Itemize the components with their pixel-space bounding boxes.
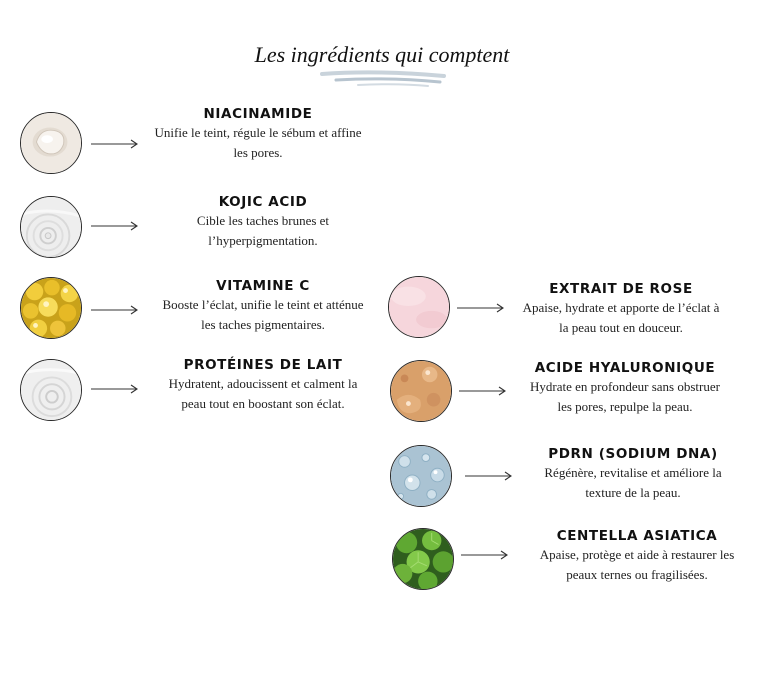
golden-capsules-icon bbox=[20, 277, 82, 339]
arrow-icon bbox=[457, 303, 504, 313]
centella-leaves-icon bbox=[392, 528, 454, 590]
ingredient-description: l’hyperpigmentation. bbox=[208, 233, 318, 248]
ingredient-description: les pores, repulpe la peau. bbox=[557, 399, 693, 414]
ingredient-description: Booste l’éclat, unifie le teint et attén… bbox=[162, 297, 364, 312]
ingredient-description: texture de la peau. bbox=[585, 485, 681, 500]
ingredient-name: PDRN (SODIUM DNA) bbox=[548, 446, 718, 462]
ingredient-description: les pores. bbox=[233, 145, 283, 160]
pink-texture-icon bbox=[388, 276, 450, 338]
serum-drops-icon bbox=[390, 360, 452, 422]
cream-drop-icon bbox=[20, 112, 82, 174]
page-title: Les ingrédients qui comptent bbox=[254, 42, 510, 67]
arrow-icon bbox=[459, 386, 506, 396]
ingredient-description: Unifie le teint, régule le sébum et affi… bbox=[154, 125, 362, 140]
ingredient-description: Apaise, protège et aide à restaurer les bbox=[539, 547, 735, 562]
brush-stroke-decoration bbox=[320, 70, 446, 87]
ingredient-name: PROTÉINES DE LAIT bbox=[183, 357, 343, 373]
milk-swirl-icon bbox=[20, 359, 82, 421]
ingredient-name: KOJIC ACID bbox=[218, 194, 308, 210]
ingredient-description: Apaise, hydrate et apporte de l’éclat à bbox=[522, 300, 720, 315]
arrow-icon bbox=[91, 139, 138, 149]
water-ripple-icon bbox=[20, 196, 82, 258]
arrow-icon bbox=[465, 471, 512, 481]
ingredient-name: EXTRAIT DE ROSE bbox=[549, 281, 693, 297]
arrow-icon bbox=[91, 384, 138, 394]
ingredient-description: Hydrate en profondeur sans obstruer bbox=[530, 379, 720, 394]
ingredient-name: VITAMINE C bbox=[216, 278, 310, 294]
arrow-icon bbox=[91, 221, 138, 231]
ingredient-description: peaux ternes ou fragilisées. bbox=[566, 567, 708, 582]
ingredient-description: Hydratent, adoucissent et calment la bbox=[168, 376, 358, 391]
ingredient-description: les taches pigmentaires. bbox=[201, 317, 325, 332]
ingredient-name: ACIDE HYALURONIQUE bbox=[534, 360, 716, 376]
ingredient-description: la peau tout en douceur. bbox=[559, 320, 683, 335]
ingredient-description: peau tout en boostant son éclat. bbox=[181, 396, 345, 411]
water-bubbles-icon bbox=[390, 445, 452, 507]
arrow-icon bbox=[91, 305, 138, 315]
ingredient-description: Régénère, revitalise et améliore la bbox=[544, 465, 722, 480]
ingredient-name: CENTELLA ASIATICA bbox=[556, 528, 718, 544]
arrow-icon bbox=[461, 550, 508, 560]
ingredient-name: NIACINAMIDE bbox=[203, 106, 313, 122]
ingredient-description: Cible les taches brunes et bbox=[196, 213, 330, 228]
